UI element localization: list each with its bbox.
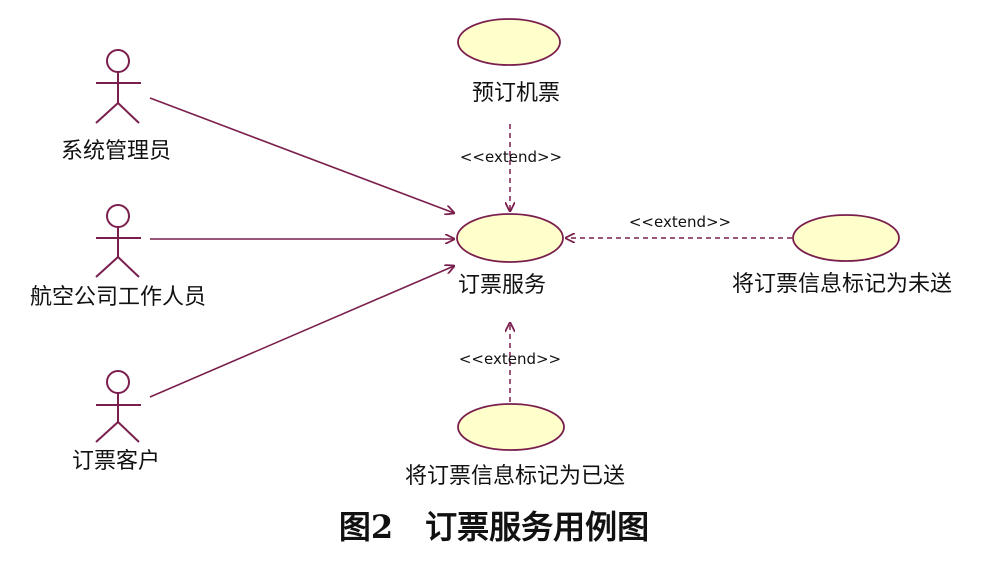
usecase-mark-sent [457, 403, 565, 451]
usecase-label-mark-unsent: 将订票信息标记为未送 [732, 272, 952, 297]
usecase-label-mark-sent: 将订票信息标记为已送 [405, 464, 625, 489]
usecase-label-book-ticket: 预订机票 [472, 81, 560, 106]
extend-label-right: <<extend>> [629, 213, 731, 231]
actor-head [106, 204, 130, 228]
association-system-admin [149, 97, 454, 213]
actor-label-system-admin: 系统管理员 [61, 139, 171, 164]
usecase-ticket-service [456, 213, 564, 263]
usecase-book-ticket [457, 18, 561, 66]
extend-label-bottom: <<extend>> [459, 350, 561, 368]
extend-label-top: <<extend>> [460, 148, 562, 166]
figure-caption: 图2 订票服务用例图 [339, 508, 649, 546]
actor-label-customer: 订票客户 [72, 449, 160, 474]
actor-customer [95, 370, 141, 443]
actor-head [106, 370, 130, 394]
association-customer [149, 266, 454, 398]
actor-label-airline-staff: 航空公司工作人员 [30, 285, 206, 310]
actor-head [106, 49, 130, 73]
actor-airline-staff [95, 204, 141, 278]
actor-system-admin [95, 49, 141, 124]
usecase-label-ticket-service: 订票服务 [458, 273, 546, 298]
usecase-mark-unsent [792, 214, 900, 262]
